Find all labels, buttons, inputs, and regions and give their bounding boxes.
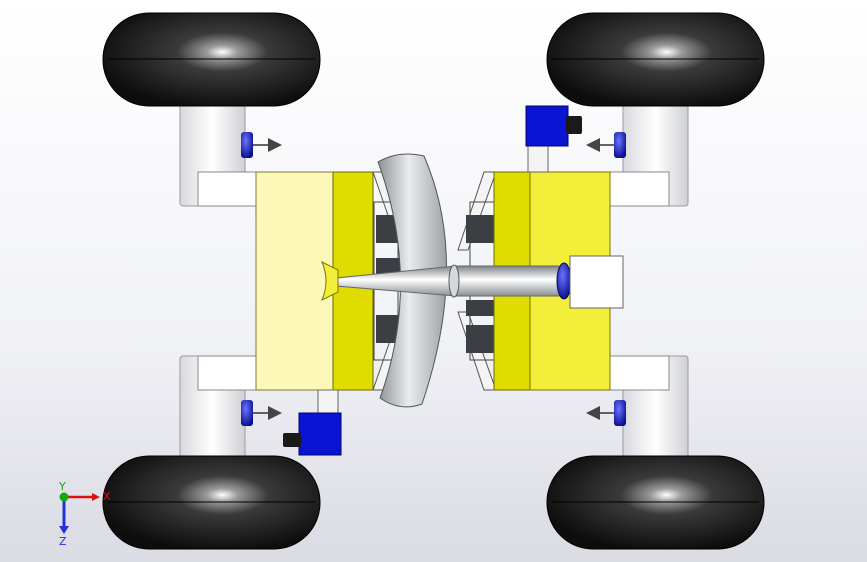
x-axis-arrow — [92, 493, 100, 501]
bolt-rear-left — [241, 400, 282, 426]
tire-front-left — [102, 12, 321, 107]
shaft-mount-block — [569, 255, 624, 309]
motor-rear-left — [283, 389, 342, 456]
y-axis-origin — [59, 492, 69, 502]
bolt-front-left — [241, 132, 282, 158]
z-axis-arrow — [59, 526, 69, 534]
bracket-front-right — [606, 97, 689, 207]
tire-rear-right — [546, 455, 765, 550]
tire-front-right — [546, 12, 765, 107]
bracket-rear-right — [606, 355, 689, 465]
y-axis-label: Y — [58, 480, 66, 493]
truss-right — [457, 171, 497, 391]
bracket-front-left — [179, 97, 261, 207]
bolt-front-right — [586, 132, 626, 158]
drive-shaft — [321, 260, 572, 302]
axis-triad[interactable]: X Y Z — [58, 480, 111, 548]
x-axis-label: X — [103, 490, 111, 503]
bolt-rear-right — [586, 400, 626, 426]
z-axis-label: Z — [59, 535, 67, 548]
tire-rear-left — [102, 455, 321, 550]
motor-front-right — [525, 105, 582, 173]
